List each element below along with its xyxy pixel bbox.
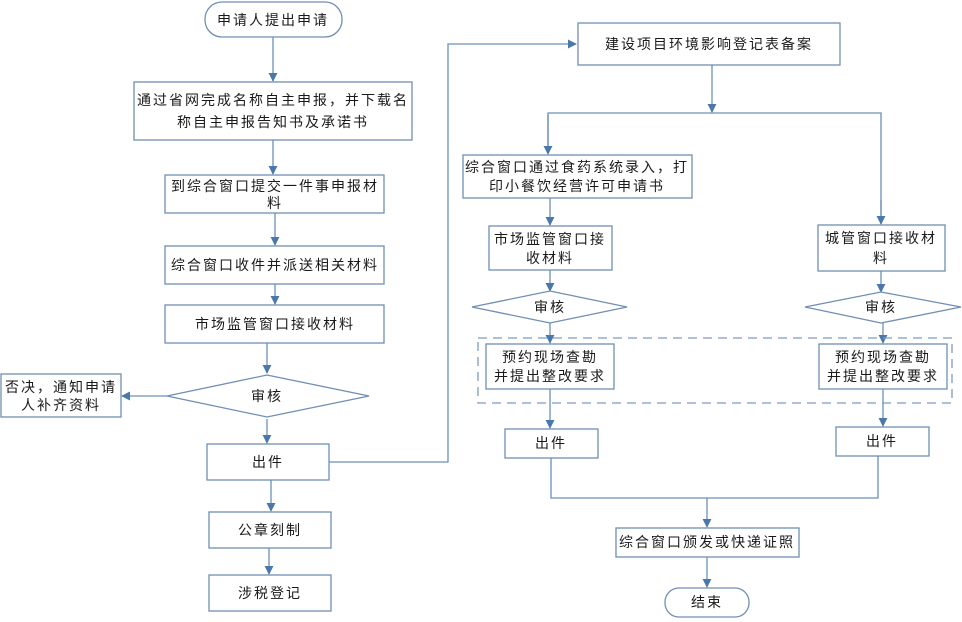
node-label-line2: 料 — [873, 251, 889, 267]
node-start[interactable]: 申请人提出申请 — [204, 1, 343, 38]
node-label: 出件 — [866, 434, 898, 450]
node-env-registration[interactable]: 建设项目环境影响登记表备案 — [577, 22, 841, 66]
node-reject[interactable]: 否决，通知申请 人补齐资料 — [0, 373, 122, 418]
node-submit-materials[interactable]: 到综合窗口提交一件事申报材 料 — [164, 174, 385, 214]
node-city-window-receive[interactable]: 城管窗口接收材 料 — [817, 224, 946, 272]
node-label-line2: 料 — [267, 196, 283, 212]
node-label: 出件 — [535, 436, 567, 452]
node-label: 公章刻制 — [238, 522, 302, 539]
connector-merge — [550, 456, 879, 499]
node-label-line2: 称自主申报告知书及承诺书 — [177, 114, 369, 131]
node-name-declaration[interactable]: 通过省网完成名称自主申报，并下载名 称自主申报告知书及承诺书 — [133, 81, 413, 141]
node-label-line2: 印小餐饮经营许可申请书 — [489, 179, 665, 195]
node-label: 建设项目环境影响登记表备案 — [605, 36, 813, 53]
node-label-line1: 预约现场查勘 — [502, 350, 598, 366]
node-market-receive[interactable]: 市场监管窗口接收材料 — [164, 304, 385, 344]
node-label-line1: 综合窗口通过食药系统录入，打 — [465, 159, 689, 176]
node-market-issue[interactable]: 出件 — [504, 428, 599, 459]
node-receive-dispatch[interactable]: 综合窗口收件并派送相关材料 — [164, 245, 385, 285]
connectors-right — [543, 65, 888, 588]
node-label-line1: 否决，通知申请 — [5, 379, 117, 396]
node-seal[interactable]: 公章刻制 — [208, 511, 332, 549]
node-label-line2: 收材料 — [526, 251, 574, 267]
node-label: 审核 — [865, 300, 897, 316]
node-start-label: 申请人提出申请 — [217, 13, 329, 29]
connectors-left — [121, 37, 577, 575]
node-end-label: 结束 — [691, 595, 723, 611]
node-label: 涉税登记 — [238, 586, 302, 602]
node-label: 综合窗口收件并派送相关材料 — [171, 257, 379, 274]
node-label: 审核 — [251, 389, 283, 405]
node-market-window-receive[interactable]: 市场监管窗口接 收材料 — [488, 225, 613, 271]
node-label-line2: 人补齐资料 — [21, 398, 101, 414]
node-city-issue[interactable]: 出件 — [835, 426, 930, 457]
node-review-decision[interactable]: 审核 — [166, 374, 370, 418]
node-tax[interactable]: 涉税登记 — [208, 574, 332, 612]
node-label-line2: 并提出整改要求 — [827, 369, 939, 385]
node-label-line1: 市场监管窗口接 — [494, 231, 606, 248]
node-issue[interactable]: 出件 — [206, 443, 330, 481]
node-label: 审核 — [534, 300, 566, 316]
node-end[interactable]: 结束 — [664, 587, 750, 618]
connector-to-env — [329, 39, 577, 463]
node-label: 市场监管窗口接收材料 — [195, 316, 355, 333]
node-label-line2: 并提出整改要求 — [494, 369, 606, 385]
node-deliver-license[interactable]: 综合窗口颁发或快递证照 — [615, 527, 800, 558]
node-label-line1: 预约现场查勘 — [835, 350, 931, 366]
node-city-review-decision[interactable]: 审核 — [804, 291, 962, 324]
node-label-line1: 城管窗口接收材 — [825, 230, 937, 247]
node-market-review-decision[interactable]: 审核 — [471, 290, 628, 324]
node-label: 出件 — [252, 455, 284, 471]
node-food-entry[interactable]: 综合窗口通过食药系统录入，打 印小餐饮经营许可申请书 — [462, 154, 693, 199]
node-label-line1: 到综合窗口提交一件事申报材 — [171, 178, 379, 195]
node-label-line1: 通过省网完成名称自主申报，并下载名 — [137, 93, 409, 109]
node-label: 综合窗口颁发或快递证照 — [619, 534, 795, 551]
node-city-inspection[interactable]: 预约现场查勘 并提出整改要求 — [818, 343, 948, 390]
node-market-inspection[interactable]: 预约现场查勘 并提出整改要求 — [485, 343, 615, 390]
